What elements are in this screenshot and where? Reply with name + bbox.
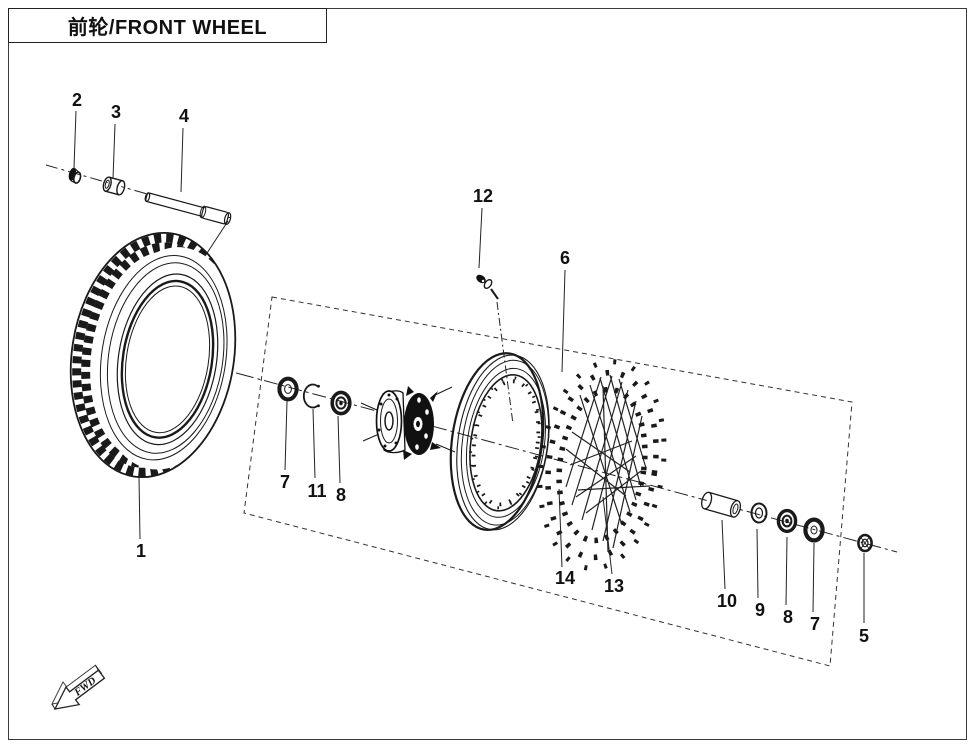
bearing-left — [330, 390, 352, 416]
wheel-rim — [449, 352, 550, 532]
oil-seal-left — [277, 376, 299, 402]
callout-7-left: 7 — [279, 472, 291, 492]
oil-seal-right — [803, 517, 825, 543]
callout-8-right: 8 — [782, 607, 794, 627]
leader-line — [73, 110, 77, 169]
callout-7-right: 7 — [809, 614, 821, 634]
callout-4: 4 — [178, 106, 190, 126]
bearing-right — [776, 508, 798, 534]
callout-10: 10 — [716, 591, 738, 611]
page-title: 前轮/FRONT WHEEL — [67, 17, 268, 39]
leader-line — [756, 528, 759, 599]
leader-lines — [73, 110, 865, 623]
spoke-nipples — [537, 359, 667, 571]
tire — [69, 231, 239, 479]
callout-5: 5 — [858, 626, 870, 646]
leader-line — [478, 207, 483, 269]
spoke-set — [565, 374, 651, 553]
rim-screw-axis — [496, 301, 514, 425]
leader-line — [337, 415, 341, 484]
title-box: 前轮/FRONT WHEEL — [8, 8, 327, 43]
callout-6: 6 — [559, 248, 571, 268]
callout-8-left: 8 — [335, 485, 347, 505]
fwd-arrow: FWD — [51, 664, 106, 710]
washer — [750, 502, 768, 524]
callout-12: 12 — [472, 186, 494, 206]
leader-line — [602, 496, 613, 575]
axle-nut — [68, 167, 82, 184]
leader-line — [312, 408, 316, 479]
leader-line — [180, 127, 184, 193]
wheel-hub — [360, 386, 456, 460]
adjust-nut — [857, 533, 873, 553]
axle-spacer — [102, 176, 126, 196]
page-border — [8, 8, 967, 740]
snap-ring — [302, 383, 320, 409]
leader-line — [284, 400, 288, 471]
rim-screw — [476, 274, 499, 300]
leader-line — [561, 269, 566, 373]
callout-9: 9 — [754, 600, 766, 620]
callout-2: 2 — [71, 90, 83, 110]
callout-14: 14 — [554, 568, 576, 588]
leader-line — [812, 542, 815, 613]
leader-line — [785, 536, 788, 606]
leader-line — [138, 476, 141, 540]
callout-3: 3 — [110, 102, 122, 122]
callout-11: 11 — [307, 481, 327, 501]
centerline-segment — [45, 164, 232, 219]
leader-line — [558, 488, 563, 568]
assembly-boundary — [243, 296, 853, 667]
front-axle — [144, 192, 232, 226]
leader-line — [721, 519, 726, 590]
callout-1: 1 — [135, 541, 147, 561]
callout-13: 13 — [603, 576, 625, 596]
leader-line — [112, 123, 116, 180]
hub-spacer — [701, 491, 742, 518]
